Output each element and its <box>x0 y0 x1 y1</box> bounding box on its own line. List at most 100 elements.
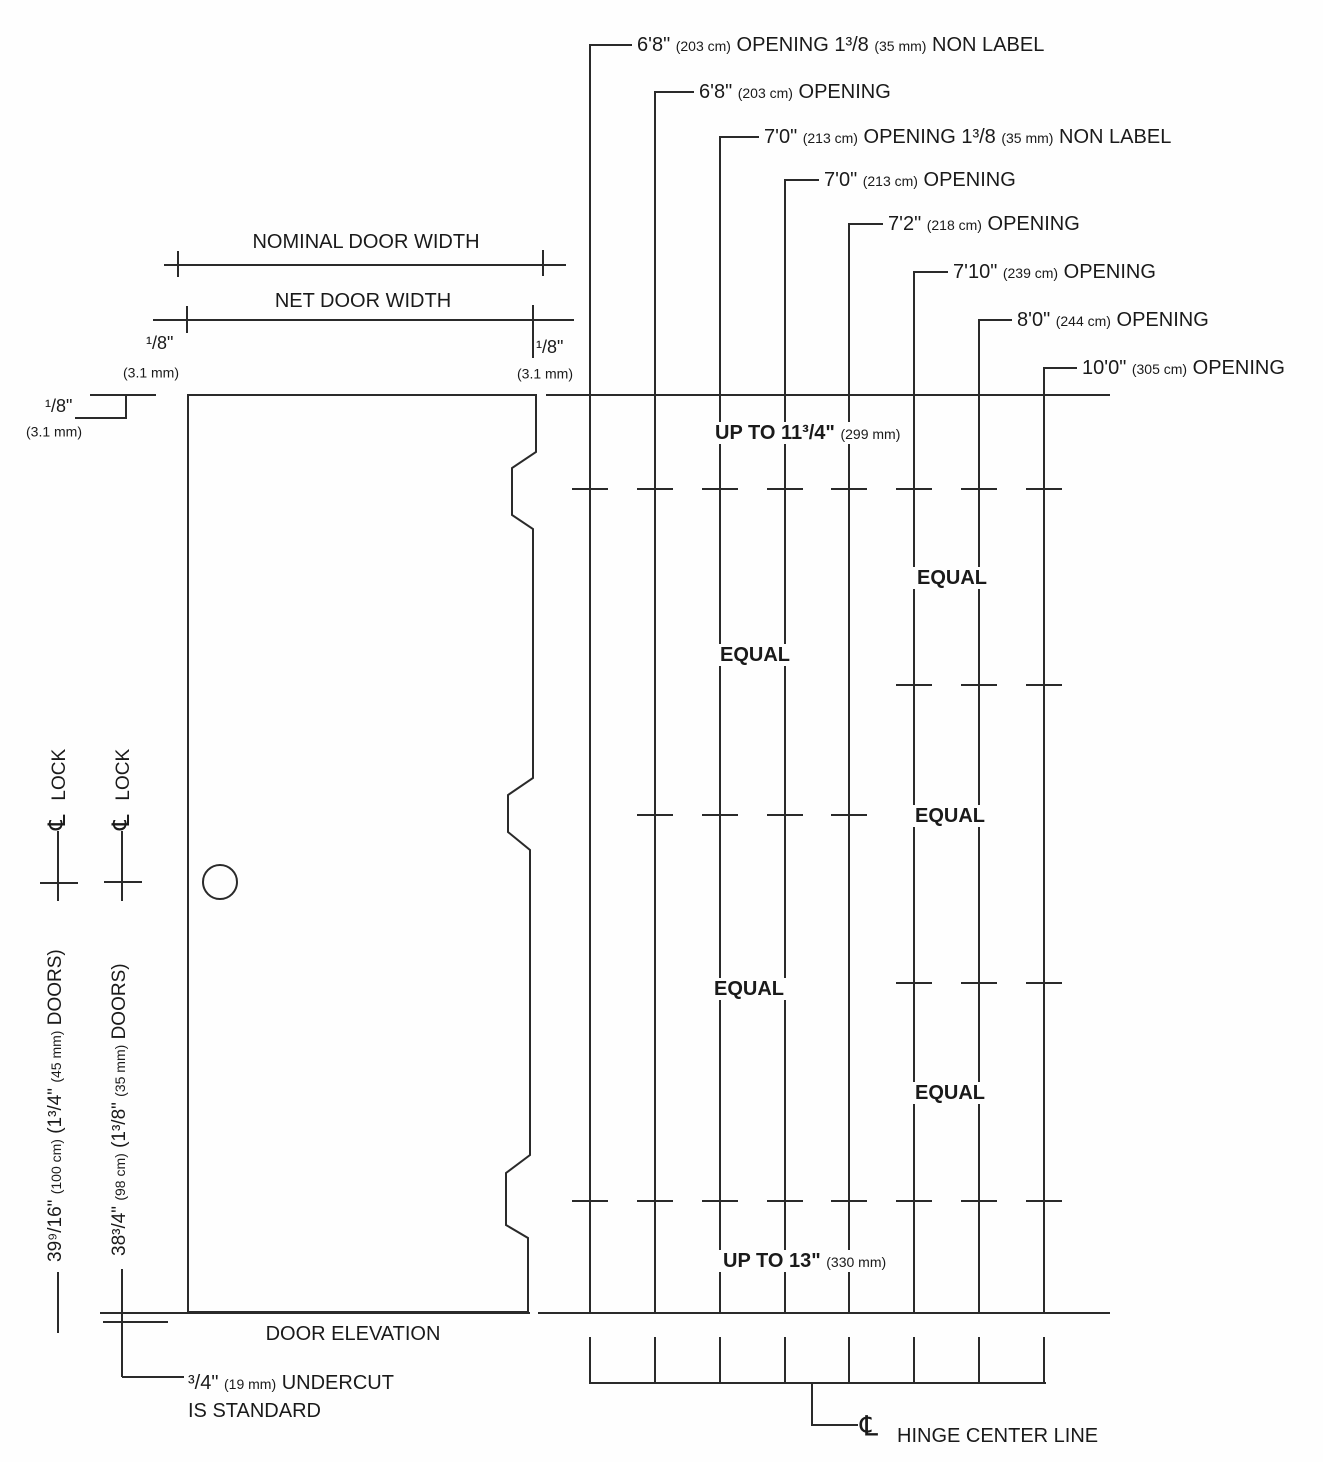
hinge-position-tick-row3 <box>831 814 867 816</box>
hinge-position-tick-row1 <box>702 488 738 490</box>
label-part: NON LABEL <box>1059 126 1172 148</box>
equal-label: EQUAL <box>709 978 789 1000</box>
undercut-label: ³/4" (19 mm) UNDERCUT <box>188 1372 394 1394</box>
hinge-position-tick-row5 <box>637 1200 673 1202</box>
hinge-centerline-caption: HINGE CENTER LINE <box>897 1425 1099 1447</box>
hinge-position-tick-row2 <box>961 684 997 686</box>
hinge-position-tick-row4 <box>961 982 997 984</box>
label-part: (35 mm) <box>874 38 927 54</box>
net-door-width-label: NET DOOR WIDTH <box>274 290 452 312</box>
door-knob-circle <box>202 864 238 900</box>
clearance-metric: (3.1 mm) <box>26 423 82 440</box>
undercut-label-line2: IS STANDARD <box>188 1400 321 1422</box>
hinge-centerline-8 <box>1043 367 1045 1312</box>
hinge-centerline-1 <box>589 44 591 1312</box>
label-part: OPENING <box>1063 261 1156 283</box>
hinge-comb-tick-6 <box>913 1337 915 1383</box>
opening-leader-1 <box>590 44 632 46</box>
clearance-metric: (3.1 mm) <box>123 364 179 381</box>
hinge-centerline-3 <box>719 136 721 1312</box>
nominal-width-dim-line <box>164 264 566 266</box>
label-part: (213 cm) <box>862 173 918 189</box>
lock-centerline-label-45mm: ℄ LOCK <box>44 749 73 830</box>
opening-head-line <box>546 394 1110 396</box>
lock-centerline-v-35mm <box>121 831 123 901</box>
label-part: (98 cm) <box>112 1153 128 1201</box>
label-part: (35 mm) <box>112 1044 128 1097</box>
lock-height-45mm-doors: 39⁹/16" (100 cm) (1³/4" (45 mm) DOORS) <box>45 949 68 1262</box>
hinge-comb-tick-2 <box>654 1337 656 1383</box>
label-part: OPENING <box>798 81 891 103</box>
label-part: 6'8" <box>637 34 671 56</box>
opening-label-2: 6'8" (203 cm) OPENING <box>699 81 891 103</box>
door-outline <box>187 394 537 1313</box>
up-to-bottom-label: UP TO 13" (330 mm) <box>718 1250 892 1272</box>
equal-label: EQUAL <box>715 644 795 666</box>
clearance-fraction: ¹/8" <box>45 396 73 417</box>
label-part: (218 cm) <box>926 217 982 233</box>
label-part: 7'10" <box>953 261 998 283</box>
clearance-fraction: ¹/8" <box>536 337 564 358</box>
lock-centerline-label-35mm: ℄LOCK <box>108 749 137 830</box>
opening-label-5: 7'2" (218 cm) OPENING <box>888 213 1080 235</box>
opening-leader-6 <box>914 271 948 273</box>
hinge-centerline-4 <box>784 179 786 1312</box>
hinge-comb-tick-4 <box>784 1337 786 1383</box>
label-part: OPENING <box>987 213 1080 235</box>
label-part: OPENING 1³/8 <box>863 126 996 148</box>
hinge-position-tick-row1 <box>637 488 673 490</box>
hinge-position-tick-row2 <box>1026 684 1062 686</box>
lock-centerline-bottom-35mm <box>121 1269 123 1377</box>
hinge-comb-tick-7 <box>978 1337 980 1383</box>
hinge-position-tick-row1 <box>572 488 608 490</box>
hinge-centerline-5 <box>848 223 850 1312</box>
up-to-bottom-metric: (330 mm) <box>826 1254 887 1270</box>
label-part: 7'0" <box>764 126 798 148</box>
opening-leader-4 <box>785 179 819 181</box>
opening-leader-2 <box>655 91 694 93</box>
label-part: ³/4" <box>188 1372 219 1394</box>
hinge-centerline-2 <box>654 91 656 1312</box>
hinge-centerline-symbol: ℄ <box>860 1410 878 1442</box>
hinge-position-tick-row5 <box>896 1200 932 1202</box>
label-part: 7'2" <box>888 213 922 235</box>
label-part: UNDERCUT <box>281 1372 394 1394</box>
hinge-comb-tick-3 <box>719 1337 721 1383</box>
hinge-position-tick-row5 <box>702 1200 738 1202</box>
label-part: (213 cm) <box>802 130 858 146</box>
undercut-leader-line <box>122 1376 184 1378</box>
opening-label-8: 10'0" (305 cm) OPENING <box>1082 357 1285 379</box>
opening-leader-3 <box>720 136 759 138</box>
nominal-dim-tick-right <box>542 250 544 276</box>
up-to-bottom-value: UP TO 13" <box>723 1250 821 1272</box>
net-dim-tick-left <box>186 306 188 333</box>
head-clearance-step-v <box>125 394 127 419</box>
hinge-position-tick-row5 <box>572 1200 608 1202</box>
opening-leader-8 <box>1044 367 1077 369</box>
hinge-position-tick-row2 <box>896 684 932 686</box>
hinge-centerline-6 <box>913 271 915 1312</box>
lock-cross-tick-35mm <box>104 881 142 883</box>
label-part: (305 cm) <box>1131 361 1188 377</box>
hinge-position-tick-row1 <box>767 488 803 490</box>
hinge-position-tick-row5 <box>1026 1200 1062 1202</box>
centerline-symbol: ℄ <box>44 814 71 830</box>
label-part: (1³/4" <box>45 1087 66 1134</box>
label-part: 6'8" <box>699 81 733 103</box>
label-part: 10'0" <box>1082 357 1127 379</box>
opening-label-7: 8'0" (244 cm) OPENING <box>1017 309 1209 331</box>
hinge-position-tick-row4 <box>896 982 932 984</box>
hinge-position-tick-row1 <box>961 488 997 490</box>
nominal-door-width-label: NOMINAL DOOR WIDTH <box>252 231 480 253</box>
label-part: 8'0" <box>1017 309 1051 331</box>
lock-cross-tick-45mm <box>40 882 78 884</box>
head-line-left-stub <box>90 394 156 396</box>
door-elevation-caption: DOOR ELEVATION <box>265 1323 441 1345</box>
hinge-caption-leader-h <box>811 1424 858 1426</box>
label-part: NON LABEL <box>932 34 1045 56</box>
label-part: (35 mm) <box>1001 130 1054 146</box>
lock-text: LOCK <box>49 748 70 801</box>
hinge-position-tick-row5 <box>831 1200 867 1202</box>
hinge-position-tick-row4 <box>1026 982 1062 984</box>
